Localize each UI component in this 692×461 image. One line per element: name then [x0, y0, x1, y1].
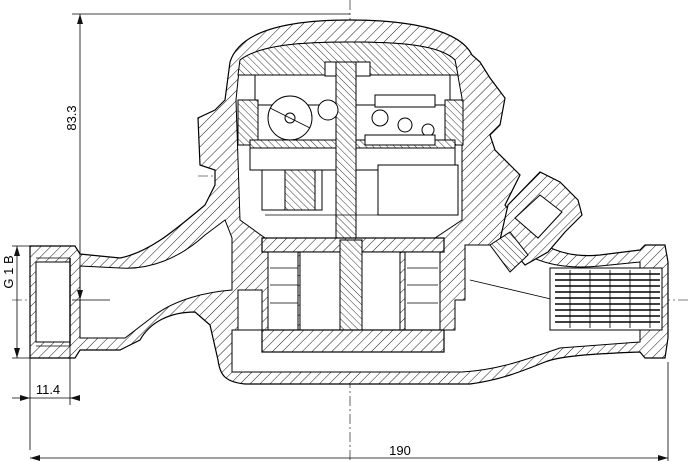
- length-dimension-label: 190: [389, 443, 411, 458]
- outlet-strainer: [549, 267, 663, 331]
- offset-dimension-label: 11.4: [36, 382, 60, 397]
- strainer-slots: [555, 270, 660, 328]
- inlet-thread: [36, 257, 71, 347]
- height-dimension-label: 83.3: [64, 105, 79, 130]
- valve-fitting: [469, 171, 583, 301]
- register-housing: [235, 41, 464, 241]
- thread-dimension-label: G 1 B: [1, 255, 16, 288]
- measuring-chamber: [261, 237, 445, 353]
- dimension-lines: [12, 13, 669, 461]
